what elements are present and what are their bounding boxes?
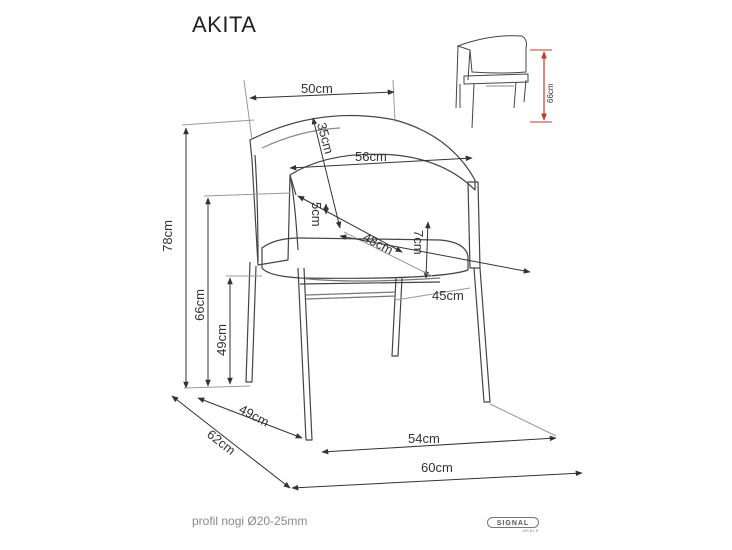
label-arm-height: 66cm: [192, 289, 207, 321]
dimension-lines: [171, 79, 583, 491]
label-arm-width: 56cm: [355, 149, 387, 164]
brand-name: SIGNAL: [487, 517, 539, 528]
side-view-dimension: 66cm: [530, 49, 555, 123]
label-armrest-height: 5cm: [309, 202, 324, 227]
product-title: AKITA: [192, 12, 257, 37]
dimension-labels: 50cm 35cm 56cm 5cm 48cm 7cm 45cm 78cm 66…: [160, 81, 464, 475]
label-seat-height: 49cm: [214, 324, 229, 356]
label-seat-depth: 45cm: [432, 288, 464, 303]
side-view-height-label: 66cm: [546, 83, 555, 103]
side-view-chair: [455, 35, 529, 129]
leg-profile-note: profil nogi Ø20-25mm: [192, 514, 308, 528]
label-total-width: 60cm: [421, 460, 453, 475]
label-leg-depth: 49cm: [237, 401, 272, 429]
label-total-depth: 62cm: [204, 427, 238, 458]
brand-logo: SIGNAL MEBLE: [487, 517, 539, 533]
chair-outline: [245, 114, 491, 441]
label-top-width: 50cm: [301, 81, 333, 96]
label-leg-width: 54cm: [408, 431, 440, 446]
label-seat-width: 48cm: [361, 229, 396, 257]
brand-sub: MEBLE: [522, 528, 539, 533]
label-total-height: 78cm: [160, 220, 175, 252]
label-seat-thickness: 7cm: [411, 230, 426, 255]
